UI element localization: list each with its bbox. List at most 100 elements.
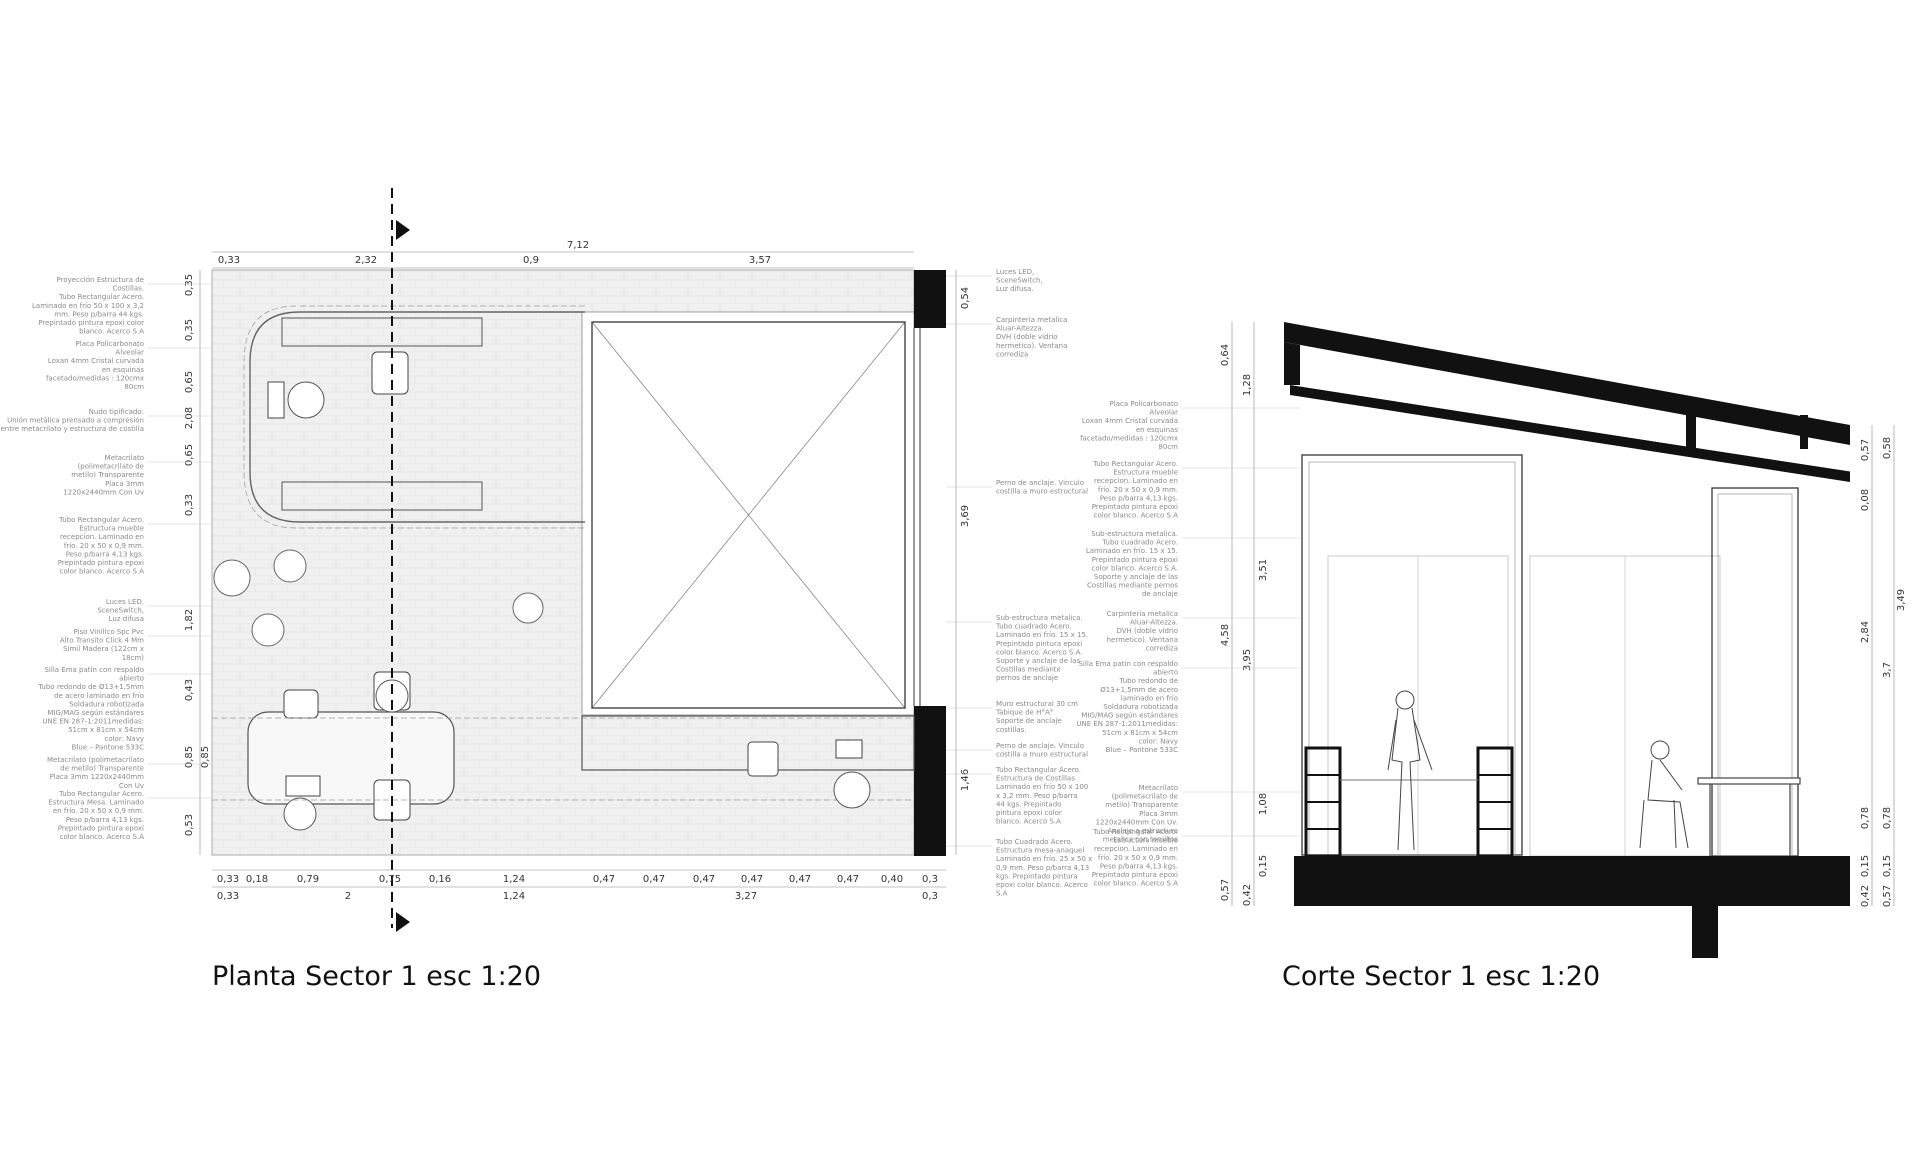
annotation-line: 44 kgs. Prepintado — [996, 800, 1061, 808]
dim-label: 2,08 — [184, 407, 195, 429]
annotation-line: Tubo Rectangular Acero. — [58, 516, 144, 524]
annotation-line: Soporte de anclaje — [996, 717, 1062, 725]
annotation-line: frío. 20 x 50 x 0,9 mm. — [1098, 486, 1178, 494]
dim-label: 3,49 — [1896, 589, 1907, 611]
plan-drawing: 0,33 2,32 0,9 3,57 7,12 0,35 0,35 0,65 2… — [184, 188, 971, 932]
plan-title: Planta Sector 1 esc 1:20 — [212, 961, 541, 992]
dim-label: 0,33 — [218, 255, 240, 266]
annotation-line: Tubo Rectangular Acero. — [1092, 828, 1178, 836]
annotation-line: Prepintado pintura epoxi — [58, 559, 144, 567]
annotation-line: 80cm — [124, 383, 144, 391]
dim-label: 0,33 — [217, 891, 239, 902]
dim-label: 1,82 — [184, 609, 195, 631]
annotation-line: Soldadura robotizada — [69, 700, 144, 708]
annotation-line: Carpinteria metalica — [996, 316, 1067, 324]
annotation-line: recepcion. Laminado en — [60, 533, 144, 541]
person-icon — [213, 559, 251, 597]
annotation-line: Metacrilato (polimetacrilato — [47, 756, 144, 764]
annotation-line: Luces LED, — [996, 268, 1034, 276]
annotation-line: color blanco. Acerco S.A — [1094, 512, 1179, 520]
annotation-line: blanco. Acerco S.A — [79, 328, 144, 336]
metal-frame — [1711, 487, 1799, 857]
annotation-line: hermetico). Ventana — [1107, 636, 1178, 644]
dim-label: 0,42 — [1242, 884, 1253, 906]
dim-label: 2,84 — [1860, 621, 1871, 643]
annotation-note: Luces LED,SceneSwitch,Luz difusa — [97, 598, 144, 623]
annotation-line: Costillas mediante pernos — [1087, 582, 1178, 590]
annotation-line: Piso Vinilico Spc Pvc — [73, 628, 144, 636]
person-icon — [512, 592, 544, 624]
table-top — [1697, 777, 1801, 785]
dim-label: 0,3 — [922, 891, 938, 902]
annotation-note: Tubo Rectangular Acero.Estructura mueble… — [58, 516, 144, 576]
annotation-line: Placa 3mm — [1139, 810, 1178, 818]
structural-wall — [914, 270, 946, 328]
annotation-line: facetado/medidas : 120cmx — [46, 374, 144, 382]
annotation-line: en esquinas — [102, 366, 144, 374]
enclosure-projection — [243, 305, 585, 529]
dim-label: 0,18 — [246, 874, 268, 885]
section-drawing: 0,64 4,58 0,57 0,42 1,28 3,51 3,95 1,08 … — [1220, 322, 1907, 958]
annotation-line: Placa 3mm 1220x2440mm — [49, 773, 144, 781]
dim-label: 0,9 — [523, 255, 539, 266]
foundation-pillar — [1692, 906, 1718, 958]
annotation-line: Prepintado pintura epoxi — [1092, 871, 1178, 879]
annotation-line: Laminado en frío 50 x 100 x 3,2 — [32, 302, 144, 310]
annotation-line: Simil Madera (122cm x — [63, 645, 144, 653]
roof-beam-top — [1284, 322, 1850, 445]
person-standing — [1387, 690, 1433, 851]
roof-support — [1284, 342, 1300, 385]
annotation-line: Aluar-Altezza. — [1130, 619, 1178, 627]
laptop-icon — [267, 381, 285, 419]
dim-label: 0,33 — [217, 874, 239, 885]
annotation-line: Estructura Mesa. Laminado — [48, 799, 144, 807]
annotation-line: costilla a muro estructural — [996, 488, 1088, 496]
person-icon — [251, 613, 285, 647]
annotation-line: Estructura mueble — [79, 525, 144, 533]
annotation-line: Laminado en frío. 15 x 15. — [1086, 547, 1178, 555]
annotation-line: Anclaje a estructura — [1107, 827, 1178, 835]
annotation-line: Tubo Rectangular Acero. — [1092, 460, 1178, 468]
annotation-line: DVH (doble vidrio — [996, 333, 1058, 341]
annotation-line: Laminado en frío. 25 x 50 x — [996, 855, 1092, 863]
dim-label: 0,57 — [1860, 439, 1871, 461]
dim-label: 1,28 — [1242, 374, 1253, 396]
annotation-line: 80cm — [1158, 443, 1178, 451]
annotation-line: Soldadura robotizada — [1103, 703, 1178, 711]
annotation-note: Nudo tipificado:Unión metálica prensado … — [1, 408, 145, 433]
annotation-line: Unión metálica prensado a compresión — [7, 417, 144, 425]
annotation-line: (polimetacrilato de — [78, 463, 144, 471]
dim-label: 3,95 — [1242, 649, 1253, 671]
annotation-line: Blue – Pantone 533C — [72, 743, 144, 751]
annotation-line: Soporte y anclaje de las — [996, 657, 1080, 665]
annotation-line: corrediza — [1146, 644, 1178, 652]
annotation-line: Estructura mueble — [1113, 469, 1178, 477]
annotation-line: Tubo redondo de Ø13+1,5mm — [37, 683, 144, 691]
dim-label: 0,40 — [881, 874, 903, 885]
annotation-line: Costillas. — [112, 285, 144, 293]
dim-total-label: 7,12 — [567, 240, 589, 251]
roof-beam-bottom — [1290, 385, 1850, 482]
annotation-line: Laminado en frío 50 x 100 — [996, 783, 1088, 791]
dim-label: 0,65 — [184, 444, 195, 466]
desk-frame-bottom — [281, 481, 483, 511]
annotation-line: de anclaje — [1142, 590, 1178, 598]
annotation-line: Perno de anclaje. Vinculo — [996, 742, 1084, 750]
annotation-note: Tubo Cuadrado Acero.Estructura mesa-anaq… — [995, 838, 1092, 898]
annotation-line: mm. Peso p/barra 44 kgs. — [54, 310, 144, 318]
annotation-line: SceneSwitch, — [97, 607, 144, 615]
dim-label: 0,58 — [1882, 437, 1893, 459]
laptop-icon — [285, 775, 321, 797]
annotation-line: Alveolar — [115, 349, 144, 357]
annotation-line: Muro estructural 30 cm — [996, 700, 1078, 708]
floor-slab — [1294, 856, 1850, 906]
annotation-line: Blue – Pantone 533C — [1106, 746, 1178, 754]
person-icon — [833, 771, 871, 809]
annotation-line: recepcion. Laminado en — [1094, 477, 1178, 485]
